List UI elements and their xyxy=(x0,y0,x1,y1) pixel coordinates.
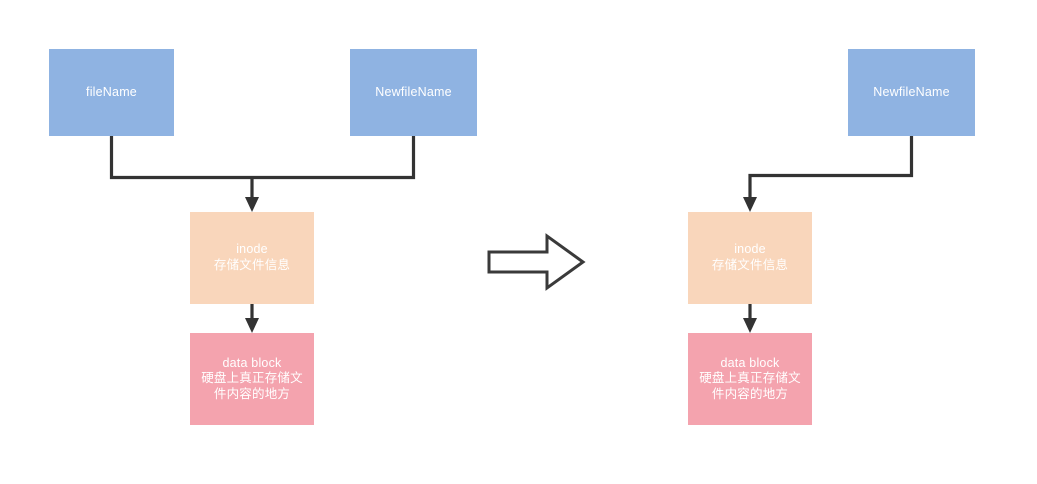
node-filename-left-label: fileName xyxy=(86,84,137,99)
arrowhead-datablock-left xyxy=(245,318,259,333)
edge-newfilename-to-inode-right xyxy=(748,136,914,203)
node-filename-left[interactable]: fileName xyxy=(49,49,174,136)
node-inode-right-line2: 存储文件信息 xyxy=(711,258,789,272)
node-datablock-left-line1: data block xyxy=(222,355,282,370)
arrowhead-datablock-right xyxy=(743,318,757,333)
node-datablock-right-line2: 硬盘上真正存储文 xyxy=(699,371,801,386)
node-inode-right-line1: inode xyxy=(734,242,766,257)
node-datablock-left[interactable]: data block 硬盘上真正存储文 件内容的地方 xyxy=(190,333,314,425)
node-inode-left-line2: 存储文件信息 xyxy=(213,258,291,272)
node-newfilename-right-label: NewfileName xyxy=(873,84,950,99)
node-newfilename-right[interactable]: NewfileName xyxy=(848,49,975,136)
node-newfilename-left[interactable]: NewfileName xyxy=(350,49,477,136)
right-arrow-outline xyxy=(487,233,586,291)
node-inode-left[interactable]: inode 存储文件信息 xyxy=(190,212,314,304)
edge-filename-to-inode-left xyxy=(109,136,252,180)
node-datablock-right[interactable]: data block 硬盘上真正存储文 件内容的地方 xyxy=(688,333,812,425)
transform-right-arrow-icon xyxy=(487,233,586,291)
arrowhead-inode-right xyxy=(743,197,757,212)
node-datablock-left-line2: 硬盘上真正存储文 xyxy=(201,371,303,386)
node-inode-right[interactable]: inode 存储文件信息 xyxy=(688,212,812,304)
node-newfilename-left-label: NewfileName xyxy=(375,84,452,99)
node-datablock-right-line3: 件内容的地方 xyxy=(711,386,789,401)
node-inode-left-line1: inode xyxy=(236,242,268,257)
node-datablock-right-line1: data block xyxy=(720,355,780,370)
arrowhead-inode-left xyxy=(245,197,259,212)
edge-newfilename-to-inode-left xyxy=(252,136,416,180)
node-datablock-left-line3: 件内容的地方 xyxy=(213,386,291,401)
